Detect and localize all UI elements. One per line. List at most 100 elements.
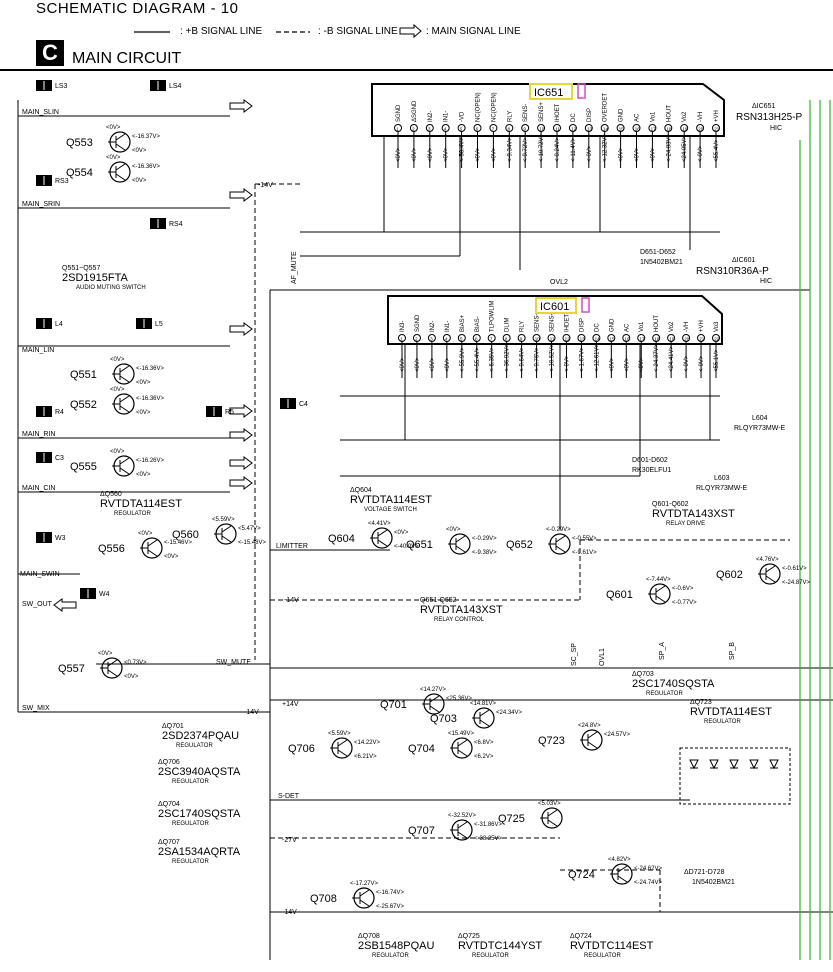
ic601-pin-number: 17 (639, 337, 645, 342)
ic601-warn-ref: ΔIC601 (732, 257, 755, 264)
ic651-pin-voltage: <-24.83V> (666, 133, 672, 162)
q553-v3: <0V> (132, 148, 147, 154)
q708-part: 2SB1548PQAU (358, 940, 434, 952)
q701-ref: Q701 (380, 699, 407, 711)
ic651-body (371, 83, 725, 137)
q704-v3: <6.2V> (474, 754, 494, 760)
diode-icon (749, 759, 759, 770)
ic601-body (387, 295, 723, 345)
net-sw-out: SW_OUT (22, 601, 53, 608)
connector-ls3 (36, 80, 52, 91)
ic651-pin-voltage: <0V> (396, 147, 402, 162)
q601-v2: <-0.6V> (672, 586, 694, 592)
ic601-pin-name: SENS+ (550, 312, 556, 332)
ic601-pin-number: 22 (714, 337, 720, 342)
ic651-pin-name: SENS+ (539, 102, 545, 122)
q551-557-function: AUDIO MUTING SWITCH (76, 285, 146, 291)
connector-c4-label: C4 (299, 401, 308, 408)
ic651-pin-voltage: <-0V> (698, 145, 704, 162)
legend-b-minus: : -B SIGNAL LINE (318, 26, 398, 37)
net-main-lin: MAIN_LIN (22, 347, 54, 354)
ic601-pin-name: IHDET (564, 314, 570, 332)
l604-part: RLQYR73MW-E (734, 425, 786, 432)
connector-r5-label: R5 (225, 409, 234, 416)
ic601-pin-name: DLIM (505, 318, 511, 332)
diode-cluster (689, 759, 779, 770)
ic601-pin-10 (532, 334, 541, 342)
q723-part: RVTDTA114EST (690, 706, 772, 718)
ic601-pin-number: 5 (460, 337, 463, 342)
q707-function: REGULATOR (172, 859, 209, 865)
q707-ref: Q707 (408, 825, 435, 837)
q701-v2: <25.36V> (446, 696, 473, 702)
q704-part: 2SC1740SQSTA (158, 808, 241, 820)
ic651-pin-name: Vo1 (650, 111, 656, 122)
ic601-pin-11 (547, 334, 556, 342)
q725-group: ΔQ725 (458, 933, 480, 940)
diode-icon (729, 759, 739, 770)
q560-v3: <-15.48V> (238, 540, 267, 546)
ic601-pin-name: SGND (415, 314, 421, 332)
ic651-pin-voltage: <0V> (650, 147, 656, 162)
q706-v3: <6.21V> (354, 754, 377, 760)
ic601-pin-voltage: <-10.52V> (550, 343, 556, 372)
svg-text:-14V: -14V (258, 182, 273, 189)
q706-group: ΔQ706 (158, 759, 180, 766)
q556-ref: Q556 (98, 543, 125, 555)
ic601-type: HIC (760, 278, 772, 285)
q701-part: 2SD2374PQAU (162, 730, 239, 742)
q703-ref: Q703 (430, 713, 457, 725)
ic651-pin-21 (712, 124, 720, 132)
ic651-pin-voltage: <-0.24V> (555, 137, 561, 162)
connector-l4-label: L4 (55, 321, 63, 328)
ic601-pin-name: BIAS+ (460, 314, 466, 332)
ic601-pin-number: 7 (490, 337, 493, 342)
ic651-pin-7 (489, 124, 498, 132)
ic651-pin-5 (457, 124, 466, 132)
diode-bridge-box (679, 747, 791, 805)
q557-ref: Q557 (58, 663, 85, 675)
q555-v1: <0V> (110, 449, 125, 455)
q704-v1: <15.49V> (448, 731, 475, 737)
q706-part: 2SC3940AQSTA (158, 766, 241, 778)
connector-l4 (36, 318, 52, 329)
q701-function: REGULATOR (176, 743, 213, 749)
ic651-pin-1 (394, 124, 402, 132)
legend-b-plus: : +B SIGNAL LINE (180, 26, 263, 37)
ic651-part: RSN313H25-P (736, 112, 802, 123)
connector-rs4-label: RS4 (169, 221, 183, 228)
net-ovl1: OVL1 (599, 648, 606, 666)
q553-ref: Q553 (66, 137, 93, 149)
q604-ref: Q604 (328, 533, 355, 545)
ic651-pin-voltage: <-0V> (587, 145, 593, 162)
q554-v1: <0V> (106, 155, 121, 161)
q651-v3: <-9.38V> (472, 550, 497, 556)
q708-function: REGULATOR (372, 953, 409, 959)
dashed-wires (254, 183, 790, 912)
l603-part: RLQYR73MW-E (696, 485, 748, 492)
q555-v3: <0V> (136, 472, 151, 478)
q723-ref: Q723 (538, 735, 565, 747)
net-main-srin: MAIN_SRIN (22, 201, 60, 208)
ic601-pin-voltage: <0V> (624, 357, 630, 372)
ic651-pin-number: 11 (555, 127, 560, 132)
q703-function: REGULATOR (646, 691, 683, 697)
q560-ref: Q560 (172, 529, 199, 541)
ic601-ref: IC601 (540, 301, 569, 313)
connector-w3 (36, 532, 52, 543)
connector-l5-label: L5 (155, 321, 163, 328)
q602-v3: <-24.87V> (782, 580, 811, 586)
q708-v2: <-16.74V> (376, 890, 405, 896)
ic601-pin-voltage: <-12.61V> (594, 343, 600, 372)
ic601-pin-12 (562, 334, 571, 342)
q601-602-part: RVTDTA143XST (652, 508, 735, 520)
ic651-warn-ref: ΔIC651 (752, 103, 775, 110)
legend-main: : MAIN SIGNAL LINE (426, 26, 521, 37)
ic651-pin-voltage: <0V> (476, 147, 482, 162)
ic651-pin-14 (600, 124, 609, 132)
d601-group: D601-D602 (632, 457, 668, 464)
q556-v3: <0V> (164, 554, 179, 560)
ic651-pin-number: 14 (603, 127, 609, 132)
ic651-pin-number: 1 (396, 127, 399, 132)
ic601-pin-name: GND (609, 318, 615, 332)
